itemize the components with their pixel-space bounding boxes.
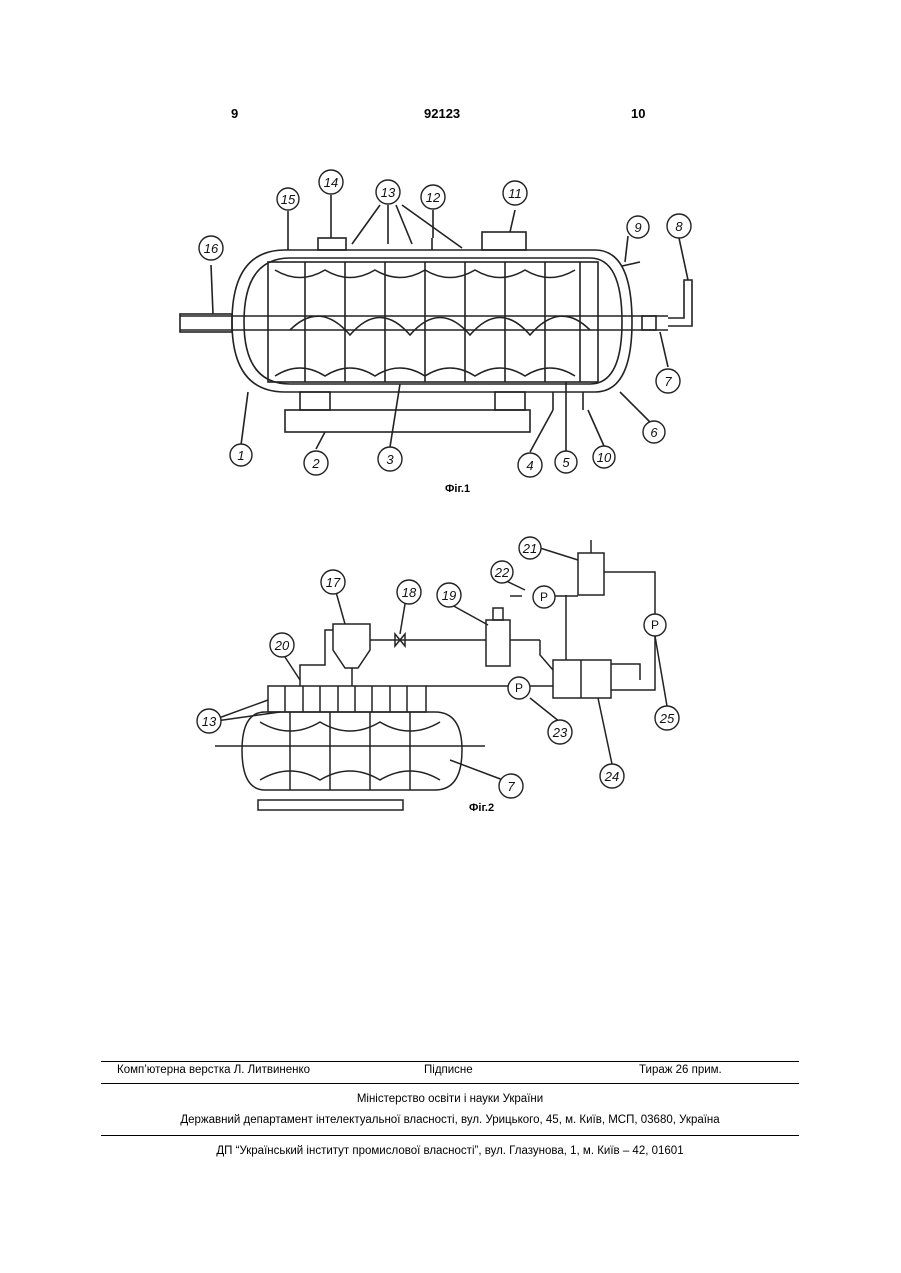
fig2-label-19: 19 [442,588,456,603]
fig2-label-17: 17 [326,575,341,590]
fig2-label-7: 7 [507,779,515,794]
fig2-label-22: 22 [494,565,510,580]
fig2-label-13: 13 [202,714,217,729]
typesetter-credit: Комп’ютерна верстка Л. Литвиненко [117,1064,310,1076]
footer-rule-middle [101,1083,799,1084]
fig2-label-21: 21 [522,541,537,556]
pump-symbol-22: P [540,590,548,604]
figure-2-caption: Фіг.2 [469,802,494,814]
department-line: Державний департамент інтелектуальної вл… [101,1114,799,1126]
fig2-label-18: 18 [402,585,417,600]
footer-rule-top [101,1061,799,1062]
footer-rule-bottom [101,1135,799,1136]
circulation-note: Тираж 26 прим. [639,1064,722,1076]
institute-line: ДП “Український інститут промислової вла… [101,1145,799,1157]
ministry-line: Міністерство освіти і науки України [101,1093,799,1105]
figure-2-drawing: 13 17 18 19 20 21 22 23 24 25 7 P P P [0,0,901,820]
signed-note: Підписне [424,1064,473,1076]
pump-symbol-23: P [515,681,523,695]
fig2-label-23: 23 [552,725,568,740]
fig2-label-20: 20 [274,638,290,653]
fig2-label-25: 25 [659,711,675,726]
fig2-label-24: 24 [604,769,619,784]
pump-symbol-25: P [651,618,659,632]
